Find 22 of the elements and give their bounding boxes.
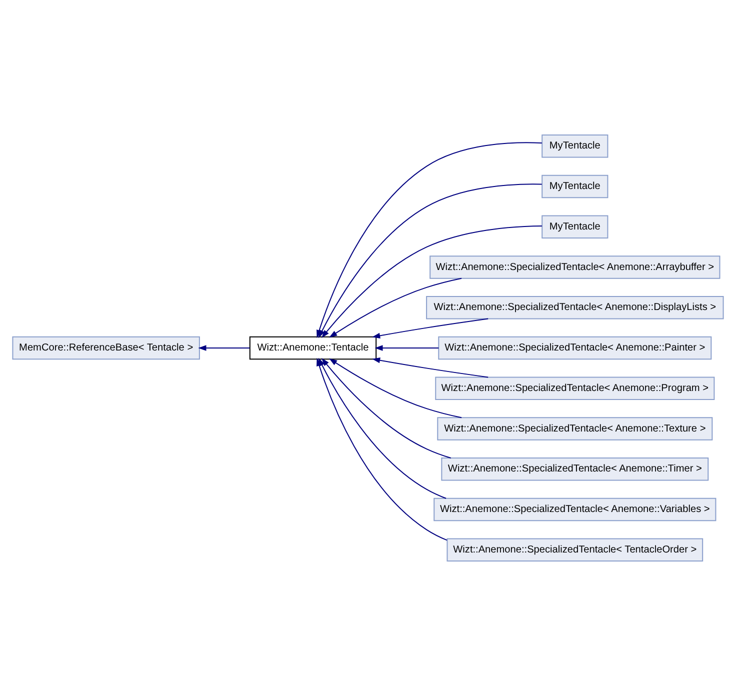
- node-box: MyTentacle: [542, 174, 608, 198]
- arrow: [322, 358, 451, 458]
- node-box: Wizt::Anemone::SpecializedTentacle< Anemone::Program >: [435, 376, 715, 400]
- node-box: MyTentacle: [542, 134, 608, 158]
- arrow: [198, 345, 250, 351]
- node-box: MyTentacle: [542, 215, 608, 238]
- arrow: [329, 278, 462, 338]
- arrow: [329, 358, 462, 418]
- arrow: [322, 225, 542, 338]
- node-box: Wizt::Anemone::SpecializedTentacle< Anemone::Texture >: [437, 417, 713, 440]
- arrow: [372, 358, 488, 378]
- node-box: Wizt::Anemone::SpecializedTentacle< Anemone::DisplayLists >: [426, 296, 724, 320]
- arrow: [318, 184, 542, 338]
- arrow: [374, 345, 439, 351]
- node-box: MemCore::ReferenceBase< Tentacle >: [12, 336, 200, 360]
- node-box: Wizt::Anemone::SpecializedTentacle< TentacleOrder >: [446, 538, 704, 562]
- node-box: Wizt::Anemone::SpecializedTentacle< Anemone::Painter >: [438, 336, 712, 360]
- node-box: Wizt::Anemone::SpecializedTentacle< Anemone::Arraybuffer >: [430, 256, 720, 279]
- node-box: Wizt::Anemone::SpecializedTentacle< Anemone::Timer >: [441, 458, 709, 481]
- node-box: Wizt::Anemone::Tentacle: [249, 336, 377, 360]
- arrow: [372, 318, 488, 338]
- node-box: Wizt::Anemone::SpecializedTentacle< Anemone::Variables >: [434, 498, 716, 522]
